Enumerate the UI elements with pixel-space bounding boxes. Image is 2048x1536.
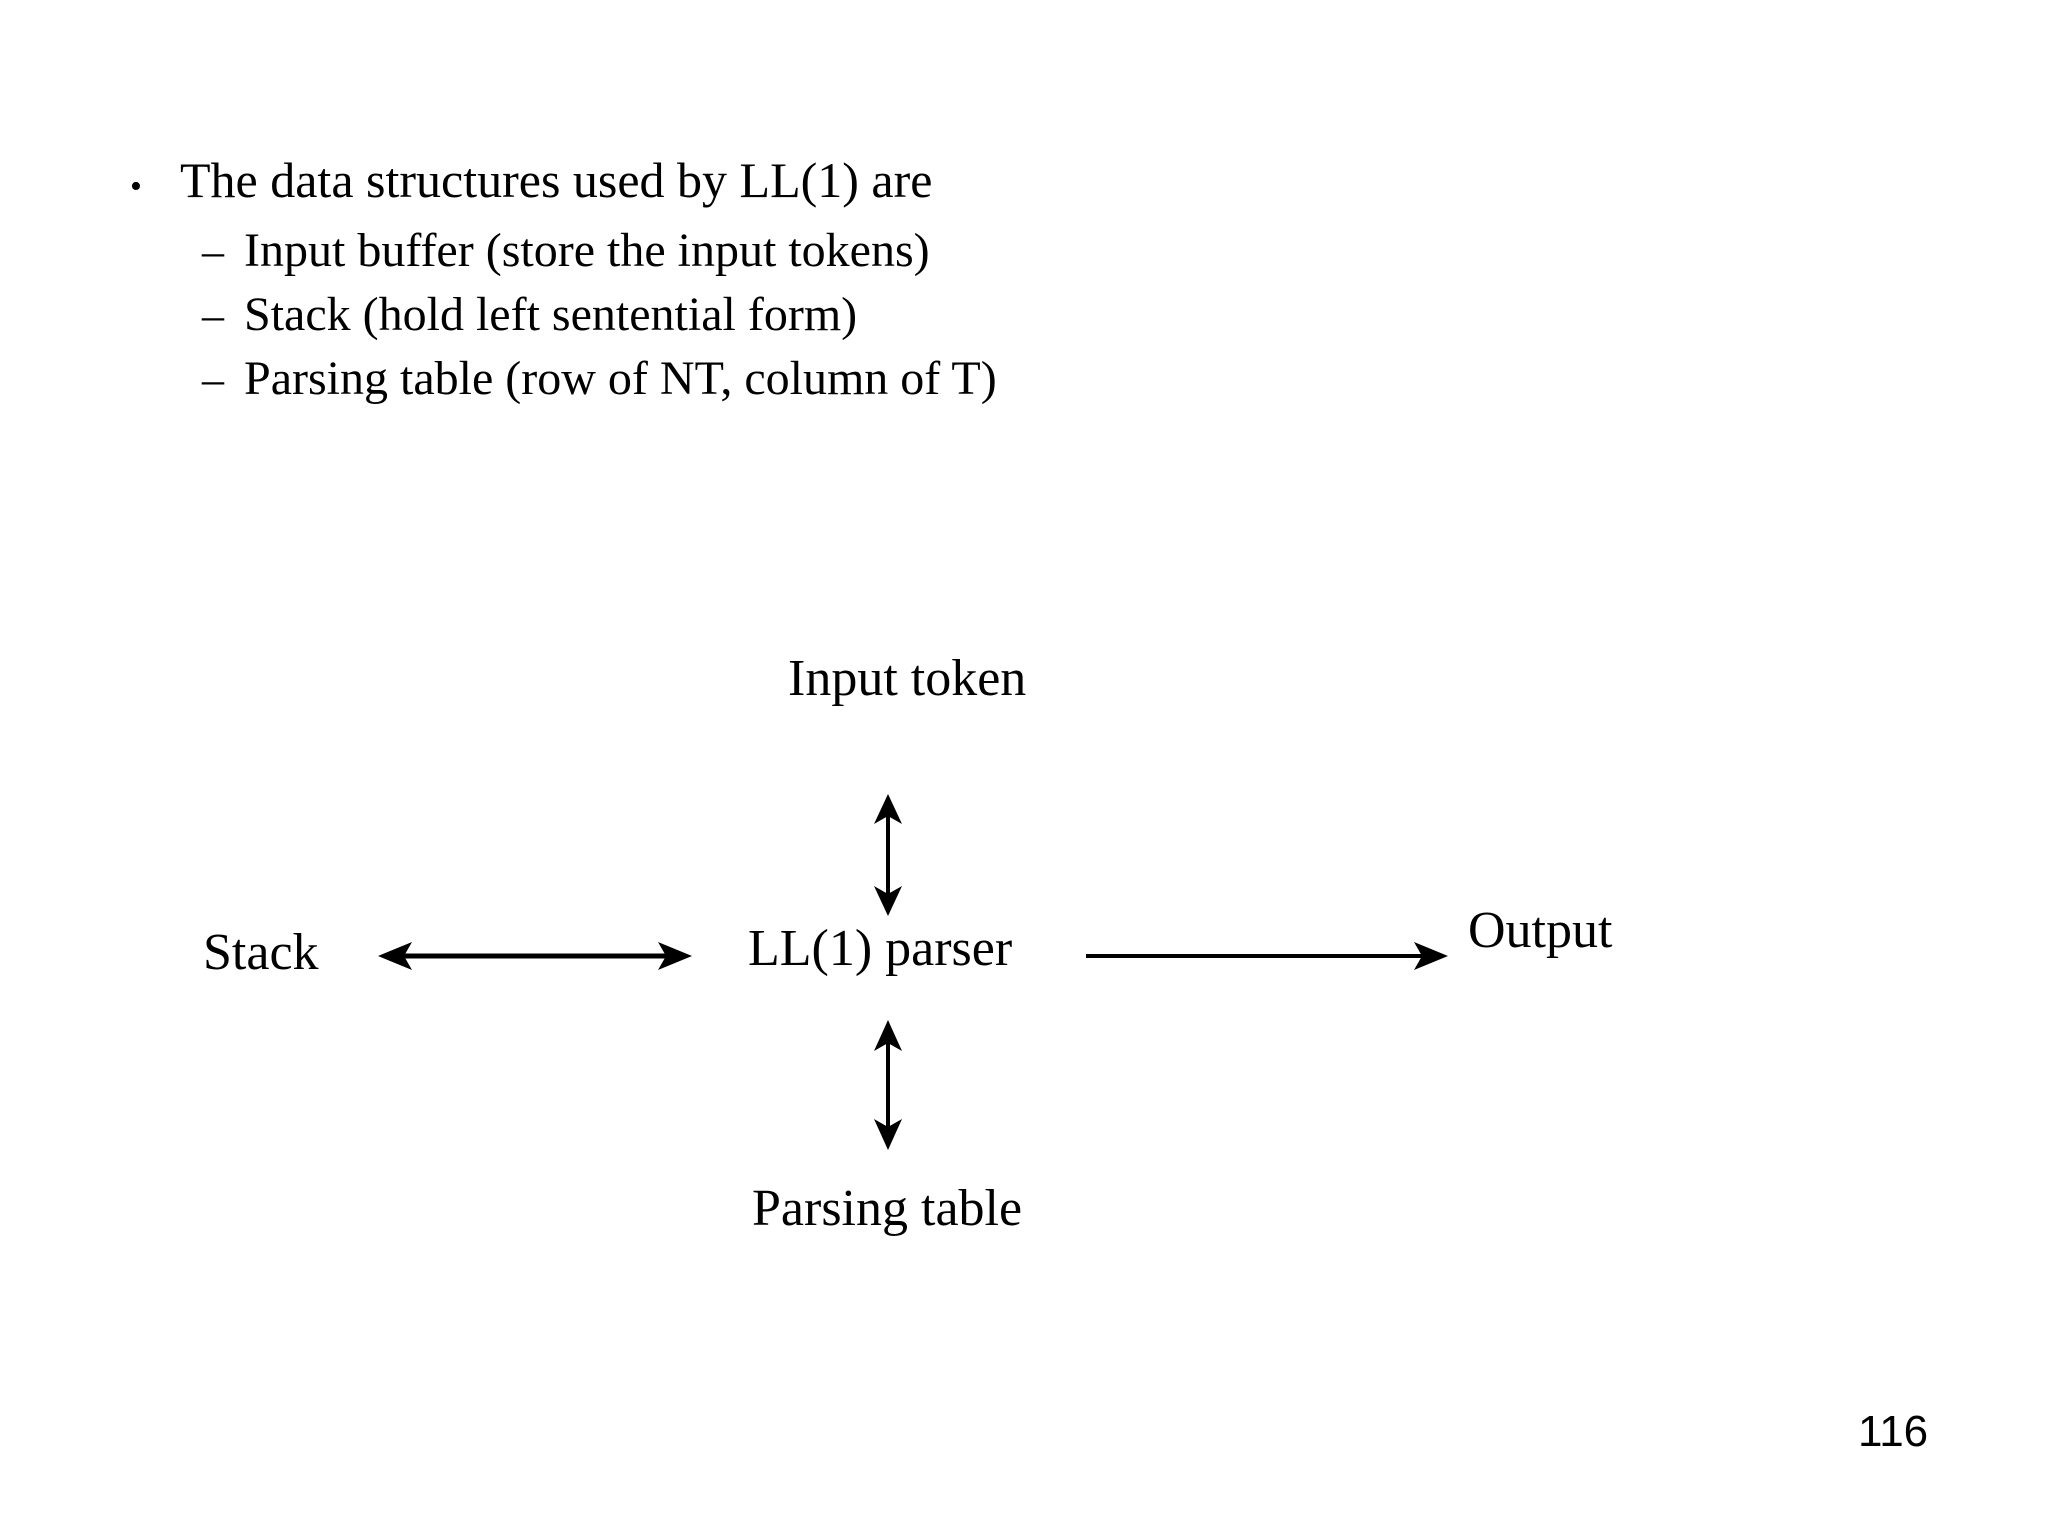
diagram-node-stack: Stack — [203, 924, 319, 981]
parser-output-arrow-icon — [1086, 942, 1448, 970]
list-item-label: Input buffer (store the input tokens) — [244, 224, 930, 277]
list-item-label: Stack (hold left sentential form) — [244, 288, 858, 341]
page-number: 116 — [1858, 1407, 1929, 1456]
list-item-label: The data structures used by LL(1) are — [180, 152, 933, 208]
diagram-node-parsing-table: Parsing table — [752, 1180, 1023, 1237]
diagram-node-output: Output — [1468, 902, 1613, 959]
stack-parser-arrow-icon — [378, 942, 692, 970]
bullet-list: • The data structures used by LL(1) are … — [130, 148, 1530, 411]
list-item: – Input buffer (store the input tokens) — [202, 219, 1530, 283]
dash-marker-icon: – — [202, 227, 224, 276]
bullet-marker-icon: • — [130, 168, 142, 205]
dash-marker-icon: – — [202, 355, 224, 404]
diagram-node-ll1-parser: LL(1) parser — [748, 920, 1013, 977]
list-item: – Parsing table (row of NT, column of T) — [202, 347, 1530, 411]
list-item: • The data structures used by LL(1) are — [130, 148, 1530, 219]
list-item: – Stack (hold left sentential form) — [202, 283, 1530, 347]
diagram-node-input-token: Input token — [788, 650, 1027, 707]
input-token-parser-arrow-icon — [874, 794, 902, 916]
parsing-table-parser-arrow-icon — [874, 1020, 902, 1150]
list-item-label: Parsing table (row of NT, column of T) — [244, 352, 997, 405]
dash-marker-icon: – — [202, 291, 224, 340]
